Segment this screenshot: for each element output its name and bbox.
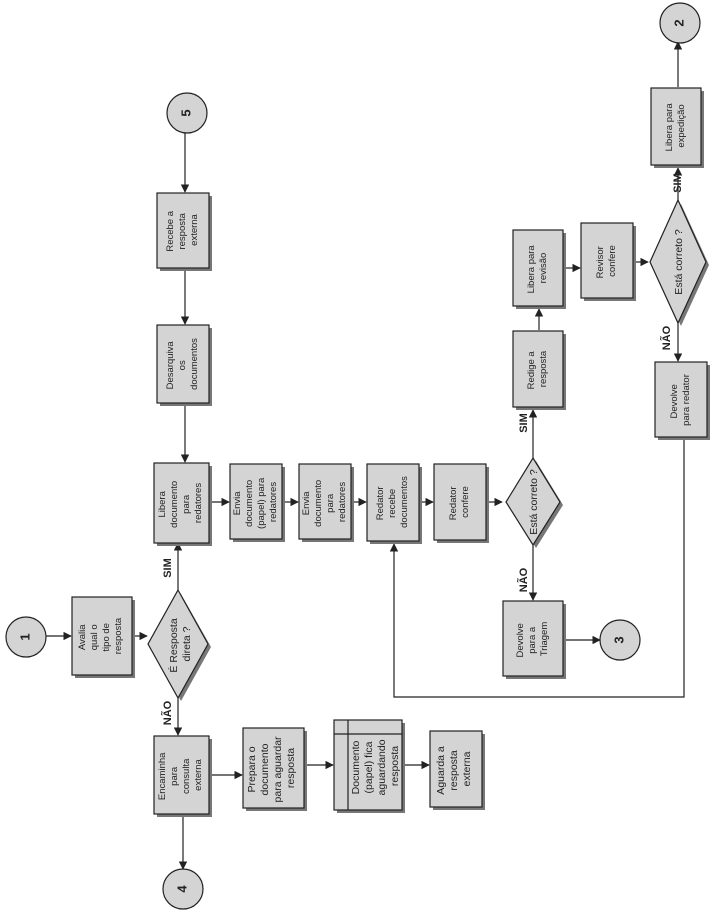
- step-recebe-externa: Recebe a resposta externa: [156, 192, 212, 271]
- connector-circle-3: 3: [599, 619, 641, 661]
- step-avalia: Avalia qual o tipo de resposta: [71, 596, 135, 678]
- svg-text:Devolve para a Tri: Devolve para a Triagem: [515, 621, 550, 658]
- connector-circle-4: 4: [162, 868, 204, 910]
- svg-text:Redator recebe doc: Redator recebe documentos: [375, 476, 410, 528]
- connector-label-4: 4: [174, 885, 189, 893]
- connector-label-2: 2: [671, 19, 686, 26]
- svg-text:Recebe a resposta: Recebe a resposta externa: [165, 208, 200, 251]
- step-prepara: Prepara o documento para aguardar respos…: [242, 727, 307, 811]
- step-devolve-redator: Devolve para redator: [654, 361, 710, 440]
- step-devolve-triagem: Devolve para a Triagem: [502, 600, 566, 679]
- label-nao-2: NÃO: [517, 567, 530, 592]
- decision-resposta-direta: É Resposta direta ?: [147, 588, 211, 701]
- step-revisor-confere: Revisor confere: [580, 222, 636, 301]
- svg-text:Redator confere: Redator confere: [448, 484, 471, 520]
- step-documento-aguardando: Documento (papel) fica aguardando respos…: [333, 719, 405, 813]
- svg-text:Está correto ?: Está correto ?: [528, 469, 540, 535]
- svg-text:Libera para expedição: Libera para expedição: [664, 101, 687, 152]
- label-nao-3: NÃO: [660, 325, 673, 350]
- step-encaminha: Encaminha para consulta externa: [153, 735, 212, 817]
- label-sim-1: SIM: [162, 558, 174, 578]
- svg-text:Está correto ?: Está correto ?: [673, 229, 685, 295]
- svg-text:Libera documento p: Libera documento para redatores: [157, 478, 204, 528]
- decision-esta-correto-1: Está correto ?: [505, 456, 563, 548]
- svg-text:Envia documento (p: Envia documento (papel) para redatores: [232, 475, 279, 529]
- step-envia-doc: Envia documento para redatores: [298, 463, 354, 542]
- svg-text:Envia documento pa: Envia documento para redatores: [301, 477, 348, 527]
- svg-text:Aguarda a resposta: Aguarda a resposta externa: [435, 743, 473, 794]
- svg-text:Encaminha para con: Encaminha para consulta externa: [157, 750, 204, 800]
- connector-circle-5: 5: [166, 92, 208, 134]
- svg-text:Desarquiva os docu: Desarquiva os documentos: [165, 338, 200, 390]
- step-libera-redatores: Libera documento para redatores: [153, 462, 212, 546]
- svg-text:Revisor confere: Revisor confere: [595, 244, 618, 279]
- label-sim-2: SIM: [518, 413, 530, 433]
- step-redige: Redige a resposta: [512, 330, 566, 410]
- connector-label-3: 3: [611, 636, 626, 643]
- connector-circle-2: 2: [659, 2, 701, 44]
- step-libera-revisao: Libera para revisão: [512, 229, 566, 309]
- connector-circle-1: 1: [5, 616, 47, 658]
- connector-label-1: 1: [17, 633, 32, 640]
- svg-text:É Resposta direta ?: É Resposta direta ?: [167, 615, 193, 672]
- label-nao-1: NÃO: [161, 700, 174, 725]
- step-envia-papel: Envia documento (papel) para redatores: [229, 463, 285, 542]
- svg-text:Devolve para redator: Devolve para redator: [669, 374, 692, 426]
- decision-esta-correto-2: Está correto ?: [649, 198, 709, 326]
- step-redator-recebe: Redator recebe documentos: [366, 463, 422, 544]
- svg-text:Avalia qual o tipo: Avalia qual o tipo de resposta: [77, 617, 124, 654]
- connector-label-5: 5: [178, 109, 193, 116]
- svg-text:Libera para revisão: Libera para revisão: [526, 243, 549, 294]
- step-desarquiva: Desarquiva os documentos: [156, 324, 212, 406]
- svg-text:Prepara o documento: Prepara o documento para aguardar respos…: [246, 734, 297, 803]
- connector-lines: [45, 41, 685, 870]
- step-aguarda: Aguarda a resposta externa: [429, 730, 485, 810]
- step-libera-expedicao: Libera para expedição: [650, 87, 704, 168]
- step-redator-confere: Redator confere: [433, 463, 489, 543]
- svg-text:Documento (papel) fica: Documento (papel) fica aguardando respos…: [350, 737, 401, 796]
- svg-text:Redige a resposta: Redige a resposta: [526, 349, 549, 390]
- label-sim-3: SIM: [672, 173, 684, 193]
